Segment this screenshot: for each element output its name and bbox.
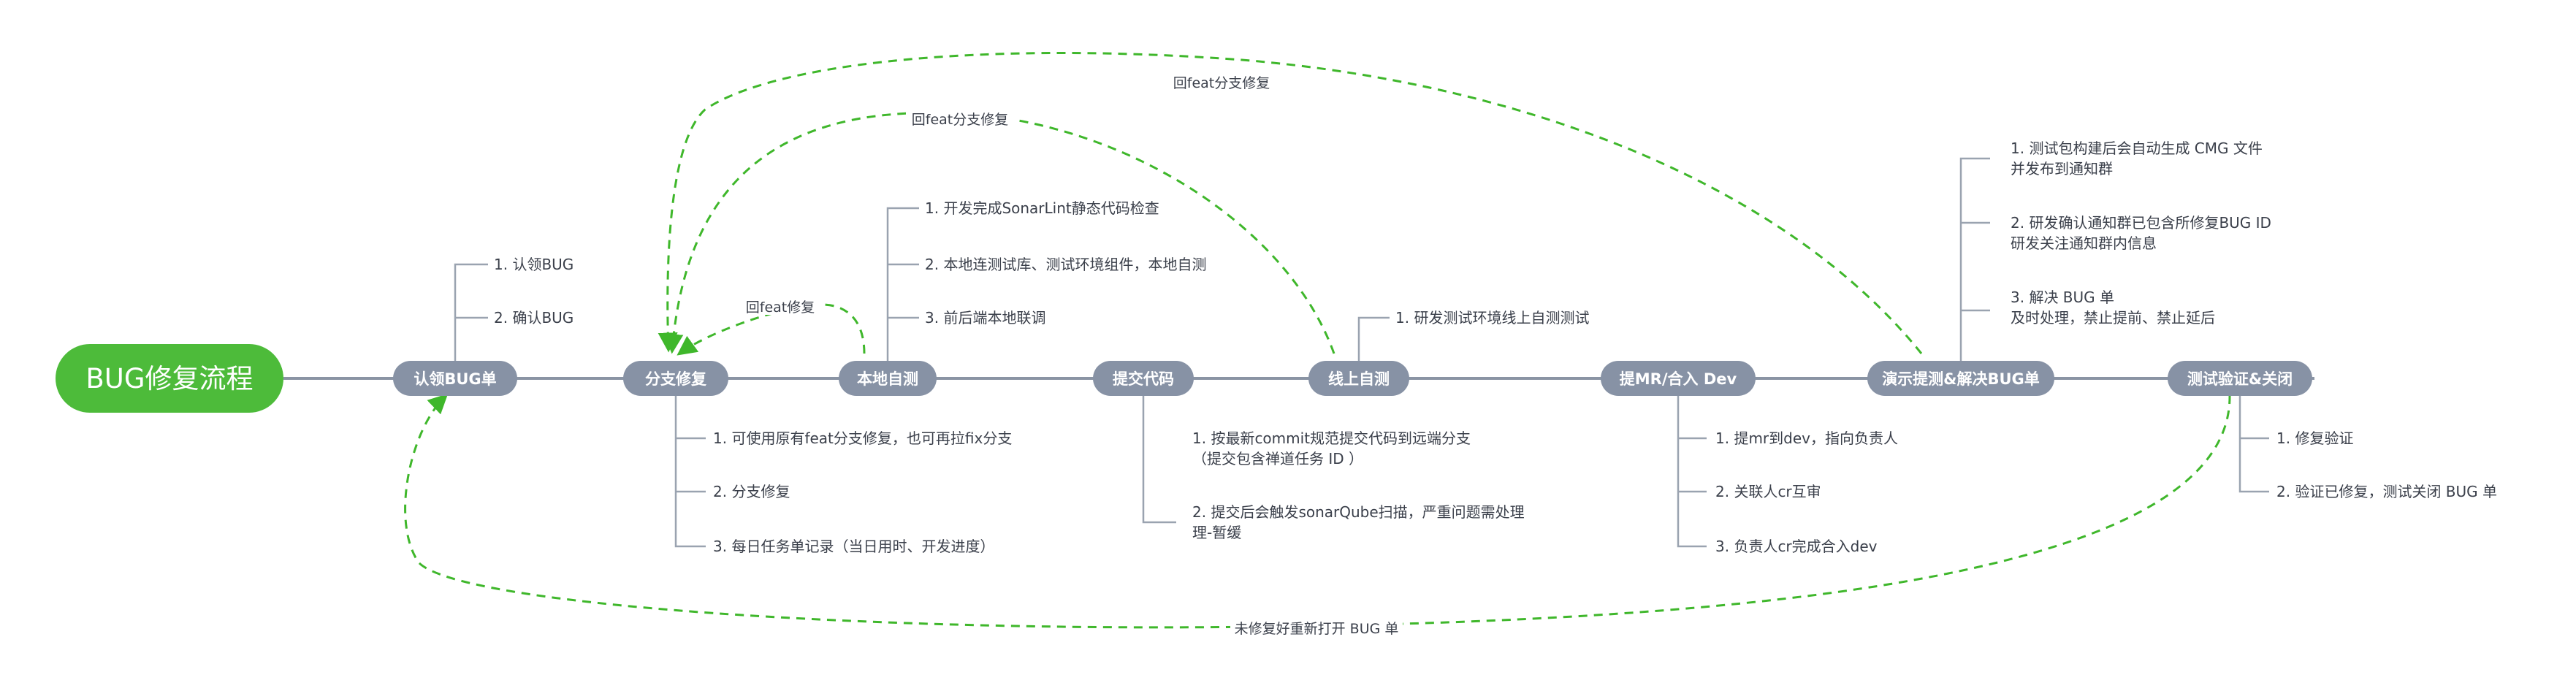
leaf-branch-1: 1. 可使用原有feat分支修复，也可再拉fix分支 — [713, 430, 1012, 447]
leaf-selftest-1: 1. 开发完成SonarLint静态代码检查 — [925, 199, 1159, 217]
leaf-demo-2-line2: 研发关注通知群内信息 — [2011, 234, 2157, 252]
leaf-claim-1: 1. 认领BUG — [494, 256, 573, 273]
leaf-verify-2: 2. 验证已修复，测试关闭 BUG 单 — [2276, 483, 2497, 500]
selftest-branch-up — [886, 207, 919, 363]
loop-label-verify: 未修复好重新打开 BUG 单 — [1235, 621, 1399, 637]
leaf-selftest-3: 3. 前后端本地联调 — [925, 309, 1045, 327]
leaf-commit-2-line2: 理-暂缓 — [1192, 524, 1241, 541]
node-claim: 认领BUG单 — [393, 361, 517, 396]
mr-branch-down — [1677, 395, 1707, 548]
commit-branch-down — [1142, 395, 1176, 524]
root-title: BUG修复流程 — [85, 363, 253, 394]
node-branch: 分支修复 — [623, 361, 728, 396]
branch-connectors — [454, 157, 2269, 548]
loop-label-selftest: 回feat修复 — [746, 299, 815, 316]
leaf-commit-2-line1: 2. 提交后会触发sonarQube扫描，严重问题需处理 — [1192, 503, 1525, 521]
leaf-demo-2-line1: 2. 研发确认通知群已包含所修复BUG ID — [2011, 214, 2271, 232]
leaf-selftest-2: 2. 本地连测试库、测试环境组件，本地自测 — [925, 256, 1206, 273]
node-mr: 提MR/合入 Dev — [1601, 361, 1756, 396]
node-selftest: 本地自测 — [839, 361, 937, 396]
svg-text:分支修复: 分支修复 — [645, 370, 707, 388]
root-node: BUG修复流程 — [56, 344, 283, 413]
leaf-demo-3-line1: 3. 解决 BUG 单 — [2011, 289, 2114, 306]
node-commit: 提交代码 — [1093, 361, 1194, 396]
leaf-demo-3-line2: 及时处理，禁止提前、禁止延后 — [2011, 309, 2215, 327]
leaf-verify-1: 1. 修复验证 — [2276, 430, 2353, 447]
leaf-branch-2: 2. 分支修复 — [713, 483, 790, 500]
online-branch-up — [1357, 316, 1390, 363]
leaf-claim-2: 2. 确认BUG — [494, 309, 573, 327]
svg-text:本地自测: 本地自测 — [857, 370, 918, 388]
leaf-demo-1-line2: 并发布到通知群 — [2011, 160, 2113, 177]
svg-text:演示提测&解决BUG单: 演示提测&解决BUG单 — [1882, 370, 2040, 388]
loop-demo-to-branch — [658, 52, 1923, 354]
leaf-online-1: 1. 研发测试环境线上自测测试 — [1395, 309, 1589, 327]
claim-branch-up — [454, 263, 488, 363]
leaf-branch-3: 3. 每日任务单记录（当日用时、开发进度） — [713, 538, 994, 555]
demo-branch-up — [1959, 157, 1990, 363]
svg-text:线上自测: 线上自测 — [1328, 370, 1390, 388]
loop-verify-to-claim — [404, 393, 2231, 629]
node-verify: 测试验证&关闭 — [2168, 361, 2312, 396]
leaf-mr-2: 2. 关联人cr互审 — [1715, 483, 1821, 500]
loop-label-online: 回feat分支修复 — [912, 112, 1008, 128]
loop-edges — [404, 52, 2231, 629]
verify-branch-down — [2238, 395, 2269, 493]
leaf-mr-3: 3. 负责人cr完成合入dev — [1715, 538, 1878, 555]
leaf-demo-1-line1: 1. 测试包构建后会自动生成 CMG 文件 — [2011, 140, 2263, 157]
svg-text:认领BUG单: 认领BUG单 — [414, 370, 496, 388]
node-demo: 演示提测&解决BUG单 — [1867, 361, 2054, 396]
svg-text:提MR/合入 Dev: 提MR/合入 Dev — [1620, 370, 1737, 388]
leaf-mr-1: 1. 提mr到dev，指向负责人 — [1715, 430, 1898, 447]
leaf-commit-1-line1: 1. 按最新commit规范提交代码到远端分支 — [1192, 430, 1471, 447]
node-online: 线上自测 — [1308, 361, 1409, 396]
loop-label-demo: 回feat分支修复 — [1173, 75, 1270, 91]
svg-text:测试验证&关闭: 测试验证&关闭 — [2187, 370, 2293, 388]
leaf-commit-1-line2: （提交包含禅道任务 ID ） — [1192, 450, 1363, 467]
branch-branch-down — [674, 395, 706, 548]
loop-labels: 回feat修复 回feat分支修复 回feat分支修复 未修复好重新打开 BUG… — [739, 75, 1403, 637]
svg-text:提交代码: 提交代码 — [1113, 370, 1174, 388]
